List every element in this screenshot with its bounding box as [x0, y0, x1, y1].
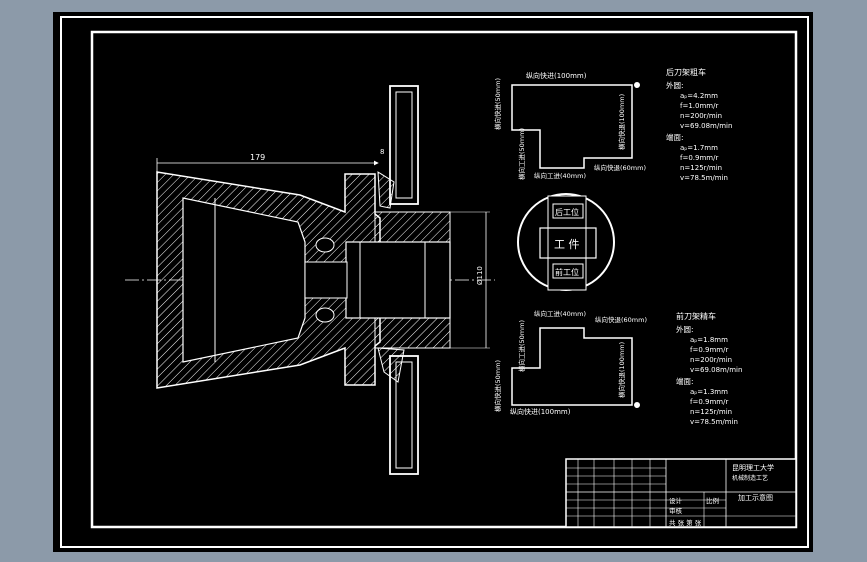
rear-end: 端面: — [666, 132, 684, 142]
title-designer: 设计 — [669, 496, 683, 505]
bore-dimension-label: Ø110 — [476, 266, 484, 285]
inner-border — [90, 30, 798, 529]
dimension-8-label: 8 — [380, 148, 384, 156]
title-scale: 比例 — [706, 496, 719, 505]
title-check: 审核 — [669, 506, 683, 515]
front-outer-v: v=69.08m/min — [690, 366, 742, 374]
dimension-179-label: 179 — [250, 153, 265, 162]
front-tool-parameters: 前刀架精车 外圆: aₚ=1.8mm f=0.9mm/r n=200r/min … — [676, 311, 742, 426]
upper-left-lower-label: 横向工进(50mm) — [517, 128, 526, 180]
upper-cycle-diagram: 纵向快进(100mm) 横向快进(50mm) 横向工进(50mm) 横向快退(1… — [493, 71, 646, 180]
rear-end-f: f=0.9mm/r — [680, 154, 718, 162]
upper-top-label: 纵向快进(100mm) — [526, 71, 587, 80]
station-workpiece-label: 工 件 — [554, 238, 580, 251]
lower-left-upper-label: 横向工进(50mm) — [517, 320, 526, 372]
lower-top-right-label: 纵向快退(60mm) — [595, 315, 647, 324]
front-outer-n: n=200r/min — [690, 356, 732, 364]
lower-cycle-diagram: 纵向工进(40mm) 纵向快退(60mm) 横向工进(50mm) 横向快进(50… — [493, 309, 647, 416]
title-subtitle: 机械制造工艺 — [732, 474, 768, 482]
front-end-f: f=0.9mm/r — [690, 398, 728, 406]
lower-left-lower-label: 横向快进(50mm) — [493, 360, 502, 412]
front-outer-ap: aₚ=1.8mm — [690, 336, 728, 344]
lower-bottom-label: 纵向快进(100mm) — [510, 407, 571, 416]
upper-right-label: 横向快退(100mm) — [617, 94, 626, 150]
title-sheet: 共 张 第 张 — [669, 518, 702, 527]
rear-outer-v: v=69.08m/min — [680, 122, 732, 130]
rear-end-ap: aₚ=1.7mm — [680, 144, 718, 152]
outer-border — [60, 16, 809, 548]
front-end-ap: aₚ=1.3mm — [690, 388, 728, 396]
station-diagram: 后工位 工 件 前工位 — [517, 193, 615, 291]
title-school: 昆明理工大学 — [732, 463, 774, 472]
front-title: 前刀架精车 — [676, 311, 716, 321]
title-block: 昆明理工大学 机械制造工艺 加工示意图 设计 审核 比例 共 张 第 张 — [565, 458, 797, 528]
rear-end-v: v=78.5m/min — [680, 174, 728, 182]
rear-outer-ap: aₚ=4.2mm — [680, 92, 718, 100]
lower-top-left-label: 纵向工进(40mm) — [534, 309, 586, 318]
rear-outer-f: f=1.0mm/r — [680, 102, 718, 110]
front-outer-f: f=0.9mm/r — [690, 346, 728, 354]
station-rear-label: 后工位 — [555, 207, 579, 217]
front-end: 端面: — [676, 376, 694, 386]
title-drawing-name: 加工示意图 — [738, 493, 773, 502]
front-end-n: n=125r/min — [690, 408, 732, 416]
upper-left-upper-label: 横向快进(50mm) — [493, 78, 502, 130]
lower-right-label: 横向快退(100mm) — [617, 342, 626, 398]
station-front-label: 前工位 — [555, 267, 579, 277]
rear-title: 后刀架粗车 — [666, 67, 706, 77]
upper-bottom-right-label: 纵向快退(60mm) — [594, 163, 646, 172]
upper-tool-holder — [377, 85, 419, 209]
lower-tool-holder — [377, 347, 419, 475]
rear-end-n: n=125r/min — [680, 164, 722, 172]
front-outer: 外圆: — [676, 324, 694, 334]
workpiece-section — [156, 171, 451, 389]
rear-outer: 外圆: — [666, 80, 684, 90]
rear-outer-n: n=200r/min — [680, 112, 722, 120]
rear-tool-parameters: 后刀架粗车 外圆: aₚ=4.2mm f=1.0mm/r n=200r/min … — [666, 67, 732, 182]
upper-bottom-left-label: 纵向工进(40mm) — [534, 171, 586, 180]
front-end-v: v=78.5m/min — [690, 418, 738, 426]
